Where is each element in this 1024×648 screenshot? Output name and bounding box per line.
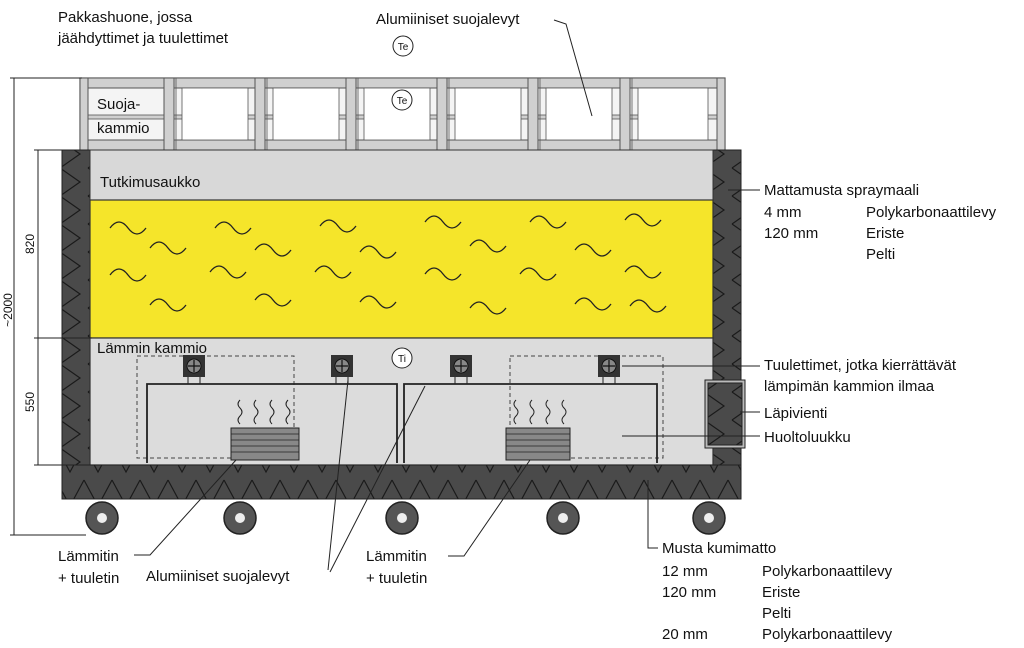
research-opening-label: Tutkimusaukko xyxy=(100,174,200,191)
floor xyxy=(61,464,742,500)
freezer-room-label-line2: jäähdyttimet ja tuulettimet xyxy=(57,30,229,47)
left-wall xyxy=(61,149,91,471)
service-hatch xyxy=(704,379,746,449)
heater-mid-label: Lämmitin xyxy=(366,548,427,565)
floor-spec-title: Musta kumimatto xyxy=(662,540,776,557)
wheel-icon xyxy=(692,501,726,535)
heater-left-label: Lämmitin xyxy=(58,548,119,565)
fan-icon xyxy=(598,355,620,384)
insulation-layer xyxy=(89,199,714,339)
dimension-lines xyxy=(10,77,92,536)
svg-text:Ti: Ti xyxy=(398,354,406,365)
heater-icon xyxy=(230,399,300,461)
floor-spec-material-3: Pelti xyxy=(762,605,791,622)
aluminium-shields-top-label: Alumiiniset suojalevyt xyxy=(376,11,520,28)
wheel-icon xyxy=(546,501,580,535)
fan-icon xyxy=(183,355,205,384)
heater-icon xyxy=(505,399,571,461)
floor-spec-thickness-1: 12 mm xyxy=(662,563,708,580)
right-fan-region xyxy=(509,355,664,459)
left-aluminium-shield xyxy=(146,383,398,463)
floor-spec-material-2: Eriste xyxy=(762,584,800,601)
wall-spec-thickness-1: 4 mm xyxy=(764,204,802,221)
wall-spec-title: Mattamusta spraymaali xyxy=(764,182,919,199)
freezer-room-label: Pakkashuone, jossa xyxy=(58,9,193,26)
floor-spec-material-1: Polykarbonaattilevy xyxy=(762,563,893,580)
fan-icon xyxy=(450,355,472,384)
ti-sensor-warm: Ti xyxy=(391,347,413,369)
te-sensor-outside: Te xyxy=(392,35,414,57)
upper-height-dim: 820 xyxy=(23,234,37,254)
wall-spec-material-2: Eriste xyxy=(866,225,904,242)
wheel-icon xyxy=(223,501,257,535)
insulation-waves xyxy=(109,213,667,315)
heater-mid-label-line2: + tuuletin xyxy=(366,570,427,587)
wall-spec-material-3: Pelti xyxy=(866,246,895,263)
aluminium-shields-bottom-label: Alumiiniset suojalevyt xyxy=(146,568,290,585)
svg-text:Te: Te xyxy=(397,96,408,107)
floor-spec-thickness-4: 20 mm xyxy=(662,626,708,643)
leader-lines xyxy=(134,19,760,573)
wheel-icon xyxy=(85,501,119,535)
floor-spec-thickness-2: 120 mm xyxy=(662,584,716,601)
protection-chamber-label: Suoja- xyxy=(97,96,140,113)
svg-text:Te: Te xyxy=(398,42,409,53)
protection-chamber-frame xyxy=(79,77,726,151)
lower-height-dim: 550 xyxy=(23,392,37,412)
te-sensor-chamber: Te xyxy=(391,89,413,111)
fans-label-line2: lämpimän kammion ilmaa xyxy=(764,378,935,395)
wheel-icon xyxy=(385,501,419,535)
wall-spec-thickness-2: 120 mm xyxy=(764,225,818,242)
total-height-dim: ~2000 xyxy=(1,293,15,327)
wall-spec-material-1: Polykarbonaattilevy xyxy=(866,204,997,221)
right-aluminium-shield xyxy=(403,383,658,463)
service-hatch-label: Huoltoluukku xyxy=(764,429,851,446)
lead-through-label: Läpivienti xyxy=(764,405,827,422)
protection-chamber-label-line2: kammio xyxy=(97,120,150,137)
fans-label: Tuulettimet, jotka kierrättävät xyxy=(764,357,957,374)
floor-spec-material-4: Polykarbonaattilevy xyxy=(762,626,893,643)
heater-left-label-line2: + tuuletin xyxy=(58,570,119,587)
warm-chamber-label: Lämmin kammio xyxy=(97,340,207,357)
left-fan-region xyxy=(136,355,295,459)
research-opening xyxy=(89,149,714,201)
fan-icon xyxy=(331,355,353,384)
